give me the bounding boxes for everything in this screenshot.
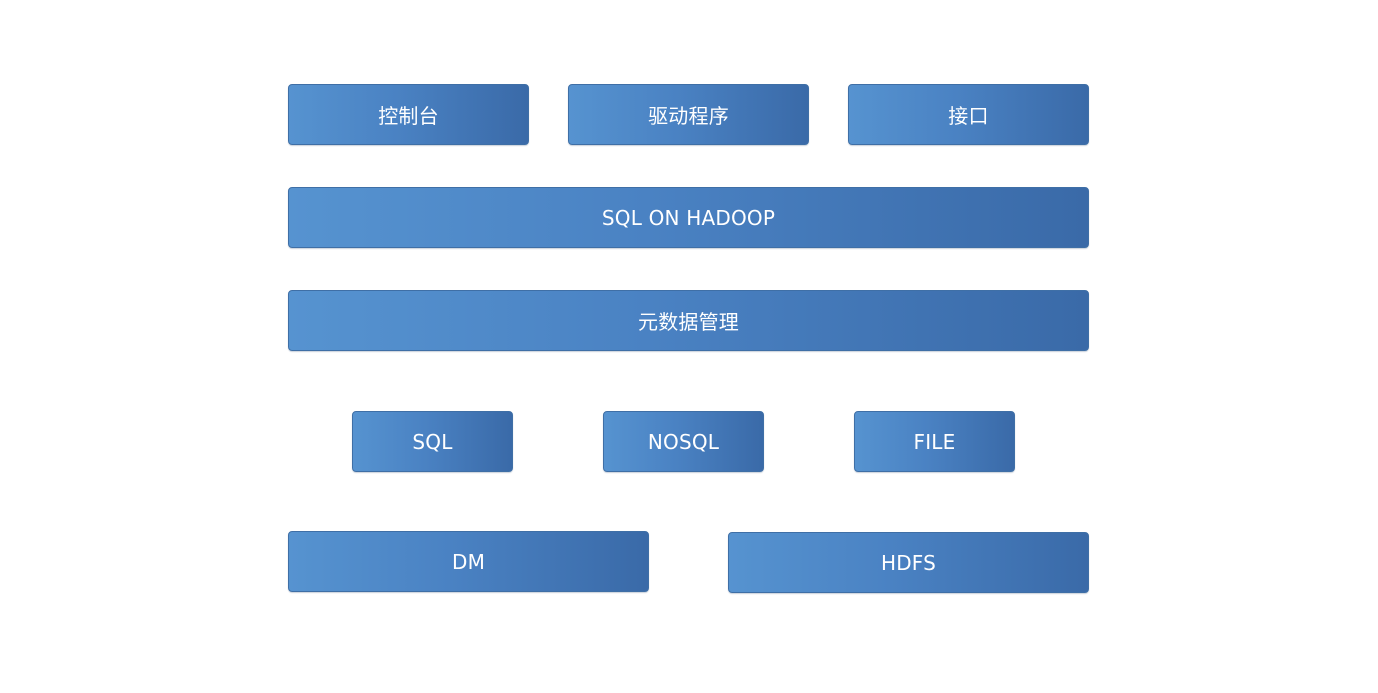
sql-on-hadoop-label: SQL ON HADOOP [601, 205, 776, 230]
sql-on-hadoop-box: SQL ON HADOOP [288, 187, 1089, 248]
hdfs-box: HDFS [728, 532, 1089, 593]
dm-box: DM [288, 531, 649, 592]
hdfs-label: HDFS [880, 550, 937, 575]
file-label: FILE [913, 429, 956, 454]
dm-label: DM [451, 549, 486, 574]
sql-box: SQL [352, 411, 513, 472]
nosql-label: NOSQL [647, 429, 720, 454]
driver-box: 驱动程序 [568, 84, 809, 145]
nosql-box: NOSQL [603, 411, 764, 472]
interface-label: 接口 [948, 104, 989, 128]
interface-box: 接口 [848, 84, 1089, 145]
metadata-management-box: 元数据管理 [288, 290, 1089, 351]
file-box: FILE [854, 411, 1015, 472]
driver-label: 驱动程序 [648, 104, 729, 128]
console-label: 控制台 [378, 104, 439, 128]
console-box: 控制台 [288, 84, 529, 145]
metadata-management-label: 元数据管理 [638, 310, 739, 334]
sql-label: SQL [412, 429, 453, 454]
